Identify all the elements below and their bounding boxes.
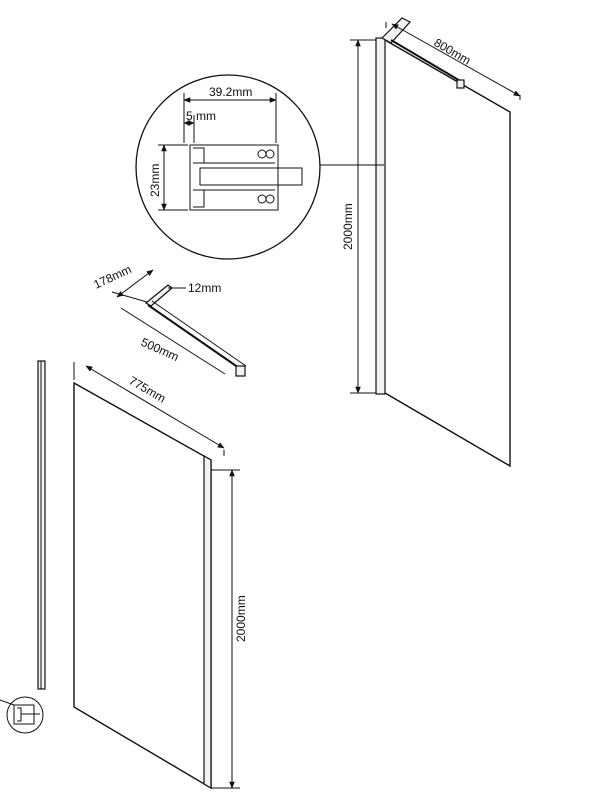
support-bar-detail: 178mm 12mm 500mm	[91, 262, 247, 377]
label-bar-diameter: 12mm	[188, 281, 221, 295]
label-bar-length: 500mm	[139, 335, 181, 364]
profile-detail-circle: 39.2mm 5 mm 23mm	[135, 74, 321, 260]
dimension-2000mm-bottom: 2000mm	[211, 469, 248, 789]
label-top-panel-height: 2000mm	[341, 203, 355, 250]
label-top-panel-width: 800mm	[432, 35, 474, 67]
label-profile-inner: 5 mm	[186, 109, 216, 123]
label-bar-depth: 178mm	[91, 262, 133, 292]
right-wall-profile	[375, 37, 386, 395]
label-bottom-panel-width: 775mm	[127, 373, 169, 405]
dimension-2000mm-top: 2000mm	[341, 39, 376, 394]
profile-section-detail	[0, 696, 44, 734]
left-glass-panel	[73, 381, 212, 790]
left-wall-profile	[37, 360, 46, 690]
right-glass-panel	[378, 39, 511, 468]
label-profile-depth: 23mm	[148, 164, 162, 197]
label-bottom-panel-height: 2000mm	[234, 595, 248, 642]
label-profile-width: 39.2mm	[209, 85, 252, 99]
